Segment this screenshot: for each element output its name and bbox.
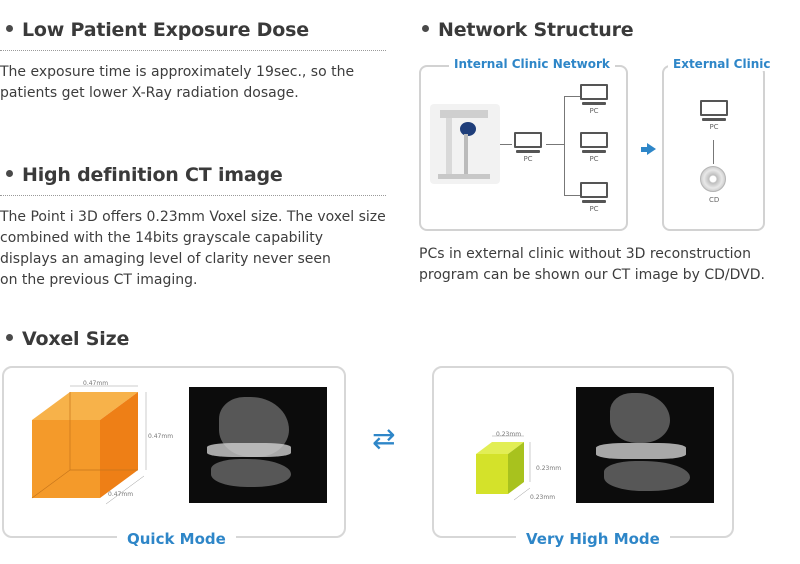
- network-line: [564, 96, 580, 97]
- external-clinic-box: External Clinic: [662, 57, 776, 231]
- exposure-line: The exposure time is approximately 19sec…: [0, 64, 355, 80]
- pc-icon: PC: [580, 84, 608, 115]
- network-line: [500, 144, 512, 145]
- high-ct-scan-image: [576, 387, 714, 503]
- exposure-heading: Low Patient Exposure Dose: [6, 19, 309, 41]
- exposure-title: Low Patient Exposure Dose: [22, 19, 309, 41]
- caption-line: program can be shown our CT image by CD/…: [419, 267, 765, 283]
- ct-machine-illustration: [430, 104, 500, 184]
- cd-icon: [700, 166, 726, 192]
- pc-label: PC: [589, 107, 599, 115]
- ct-line: combined with the 14bits grayscale capab…: [0, 230, 324, 246]
- pc-icon: PC: [514, 132, 542, 163]
- bullet-icon: [6, 25, 13, 32]
- bullet-icon: [6, 170, 13, 177]
- quick-dim-width: 0.47mm: [83, 380, 109, 387]
- quick-dim-height: 0.47mm: [148, 433, 174, 440]
- high-dim-height: 0.23mm: [536, 465, 562, 472]
- quick-mode-label: Quick Mode: [117, 530, 236, 548]
- network-line: [564, 195, 580, 196]
- cube-side-face: [508, 442, 524, 494]
- dimension-line: [513, 487, 531, 501]
- network-heading: Network Structure: [422, 19, 634, 41]
- cd-label: CD: [709, 196, 720, 204]
- exposure-text: The exposure time is approximately 19sec…: [0, 62, 354, 104]
- pc-label: PC: [709, 123, 719, 131]
- ct-line: displays an amaging level of clarity nev…: [0, 251, 331, 267]
- pc-icon: PC: [700, 100, 728, 131]
- dimension-line: [105, 475, 145, 505]
- cube-top-face: [32, 392, 138, 420]
- ct-line: on the previous CT imaging.: [0, 272, 198, 288]
- cube-front-face: [32, 420, 100, 498]
- voxel-title: Voxel Size: [22, 328, 130, 350]
- network-line: [546, 144, 564, 145]
- ct-text: The Point i 3D offers 0.23mm Voxel size.…: [0, 207, 386, 291]
- very-high-mode-label: Very High Mode: [516, 530, 670, 548]
- exposure-line: patients get lower X-Ray radiation dosag…: [0, 85, 299, 101]
- voxel-heading: Voxel Size: [6, 328, 129, 350]
- quick-dim-depth: 0.47mm: [108, 491, 134, 498]
- high-dim-width: 0.23mm: [496, 431, 522, 438]
- network-line: [713, 140, 714, 164]
- arrow-right-icon: [647, 143, 656, 155]
- cube-front-face: [476, 454, 508, 494]
- quick-ct-scan-image: [189, 387, 327, 503]
- pc-label: PC: [589, 155, 599, 163]
- internal-network-label: Internal Clinic Network: [449, 57, 615, 71]
- arrow-right-icon-stem: [641, 147, 648, 152]
- high-cube-illustration: [476, 435, 531, 501]
- pc-icon: PC: [580, 132, 608, 163]
- divider: [0, 195, 386, 196]
- pc-icon: PC: [580, 182, 608, 213]
- divider: [0, 50, 386, 51]
- network-caption: PCs in external clinic without 3D recons…: [419, 244, 765, 286]
- quick-cube-illustration: [31, 385, 147, 505]
- swap-arrows-icon: ⇄: [372, 422, 396, 455]
- external-clinic-label: External Clinic: [668, 57, 776, 71]
- caption-line: PCs in external clinic without 3D recons…: [419, 246, 751, 262]
- ct-heading: High definition CT image: [6, 164, 283, 186]
- network-title: Network Structure: [438, 19, 634, 41]
- ct-title: High definition CT image: [22, 164, 283, 186]
- pc-label: PC: [523, 155, 533, 163]
- network-line: [564, 96, 565, 196]
- ct-line: The Point i 3D offers 0.23mm Voxel size.…: [0, 209, 386, 225]
- cube-side-face: [100, 392, 138, 498]
- pc-label: PC: [589, 205, 599, 213]
- bullet-icon: [6, 334, 13, 341]
- high-dim-depth: 0.23mm: [530, 494, 556, 501]
- bullet-icon: [422, 25, 429, 32]
